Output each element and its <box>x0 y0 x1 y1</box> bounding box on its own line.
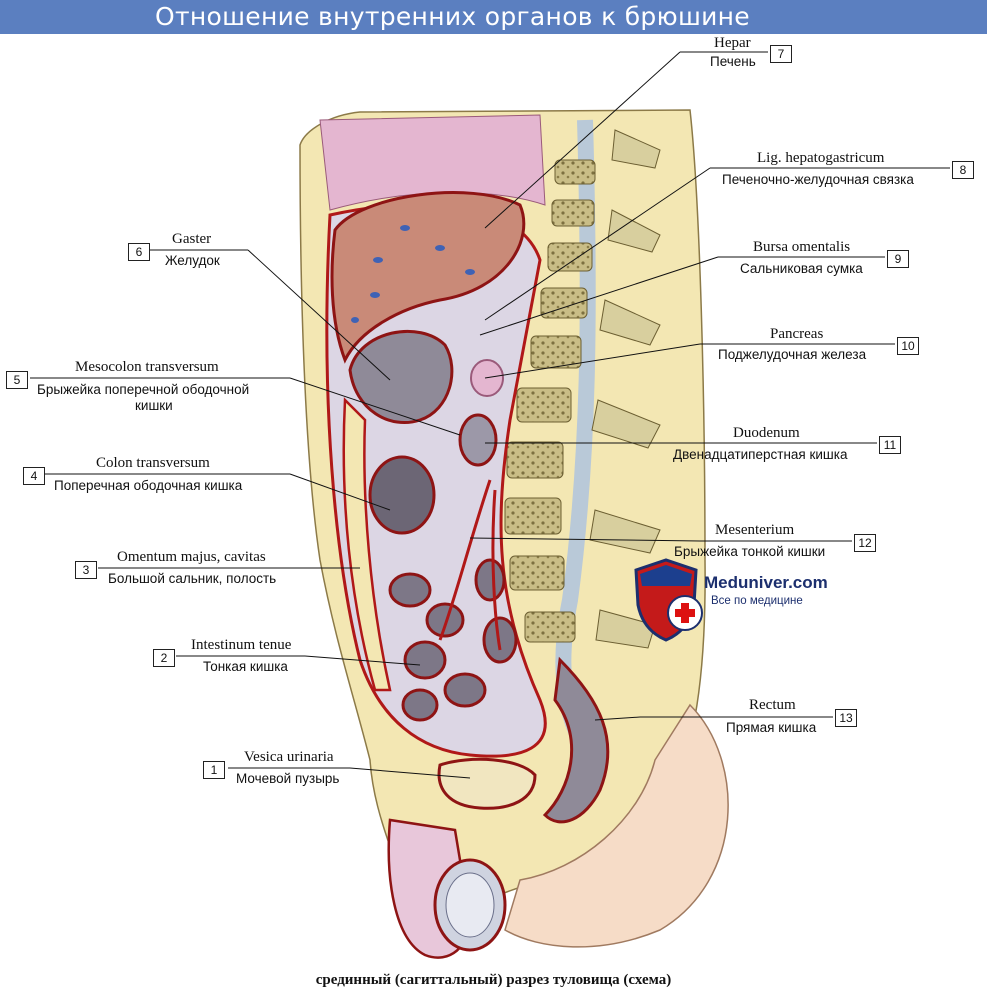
label-number-6: 6 <box>128 243 150 261</box>
logo-tagline: Все по медицине <box>711 595 803 607</box>
label-intestinum-latin: Intestinum tenue <box>191 637 292 653</box>
vertebrae <box>504 159 596 643</box>
label-vesica-russian: Мочевой пузырь <box>236 771 340 786</box>
label-gaster-russian: Желудок <box>165 253 220 268</box>
liver <box>330 191 526 364</box>
transverse-colon <box>368 455 436 535</box>
title-banner: Отношение внутренних органов к брюшине <box>0 0 987 34</box>
rectum <box>542 656 610 824</box>
leader-lines <box>30 51 950 779</box>
liver-vessels <box>351 225 475 323</box>
label-number-3: 3 <box>75 561 97 579</box>
label-duodenum-latin: Duodenum <box>733 425 800 441</box>
page-title: Отношение внутренних органов к брюшине <box>155 2 750 31</box>
label-number-1: 1 <box>203 761 225 779</box>
label-mesenterium-russian: Брыжейка тонкой кишки <box>674 544 826 559</box>
label-number-4: 4 <box>23 467 45 485</box>
label-number-12: 12 <box>854 534 876 552</box>
spinous-processes <box>589 129 661 649</box>
label-lig-latin: Lig. hepatogastricum <box>757 150 885 166</box>
label-rectum-russian: Прямая кишка <box>726 720 817 735</box>
label-pancreas-latin: Pancreas <box>770 326 824 342</box>
label-number-10: 10 <box>897 337 919 355</box>
duodenum <box>458 413 498 467</box>
figure-caption: срединный (сагиттальный) разрез туловища… <box>315 972 672 988</box>
label-hepar-russian: Печень <box>710 54 756 69</box>
label-bursa-latin: Bursa omentalis <box>753 239 851 255</box>
label-number-7: 7 <box>770 45 792 63</box>
label-pancreas-russian: Поджелудочная железа <box>718 347 867 362</box>
label-bursa-russian: Сальниковая сумка <box>740 261 863 276</box>
label-mesenterium-latin: Mesenterium <box>715 522 795 538</box>
label-hepar-latin: Hepar <box>714 35 751 51</box>
label-omentum-russian: Большой сальник, полость <box>108 571 277 586</box>
label-gaster-latin: Gaster <box>172 231 212 247</box>
label-duodenum-russian: Двенадцатиперстная кишка <box>673 447 848 462</box>
label-omentum-latin: Omentum majus, cavitas <box>117 549 266 565</box>
buttock <box>504 703 729 948</box>
mesentery <box>438 479 502 651</box>
label-mesocolon-russian-line2: кишки <box>135 398 173 413</box>
label-vesica-latin: Vesica urinaria <box>244 749 334 765</box>
stomach <box>348 329 454 425</box>
label-number-11: 11 <box>879 436 901 454</box>
label-intestinum-russian: Тонкая кишка <box>203 659 288 674</box>
label-rectum-latin: Rectum <box>749 697 796 713</box>
label-mesocolon-russian: Брыжейка поперечной ободочной <box>37 382 250 397</box>
small-intestine-loops <box>388 558 518 722</box>
logo-shield-icon <box>634 558 703 642</box>
label-colon-latin: Colon transversum <box>96 455 210 471</box>
greater-omentum <box>342 397 392 692</box>
label-number-9: 9 <box>887 250 909 268</box>
label-mesocolon-latin: Mesocolon transversum <box>75 359 219 375</box>
label-number-8: 8 <box>952 161 974 179</box>
bladder <box>437 757 537 810</box>
label-number-13: 13 <box>835 709 857 727</box>
logo-name[interactable]: Meduniver.com <box>704 573 828 592</box>
label-lig-russian: Печеночно-желудочная связка <box>722 172 914 187</box>
label-colon-russian: Поперечная ободочная кишка <box>54 478 243 493</box>
label-number-5: 5 <box>6 371 28 389</box>
label-number-2: 2 <box>153 649 175 667</box>
